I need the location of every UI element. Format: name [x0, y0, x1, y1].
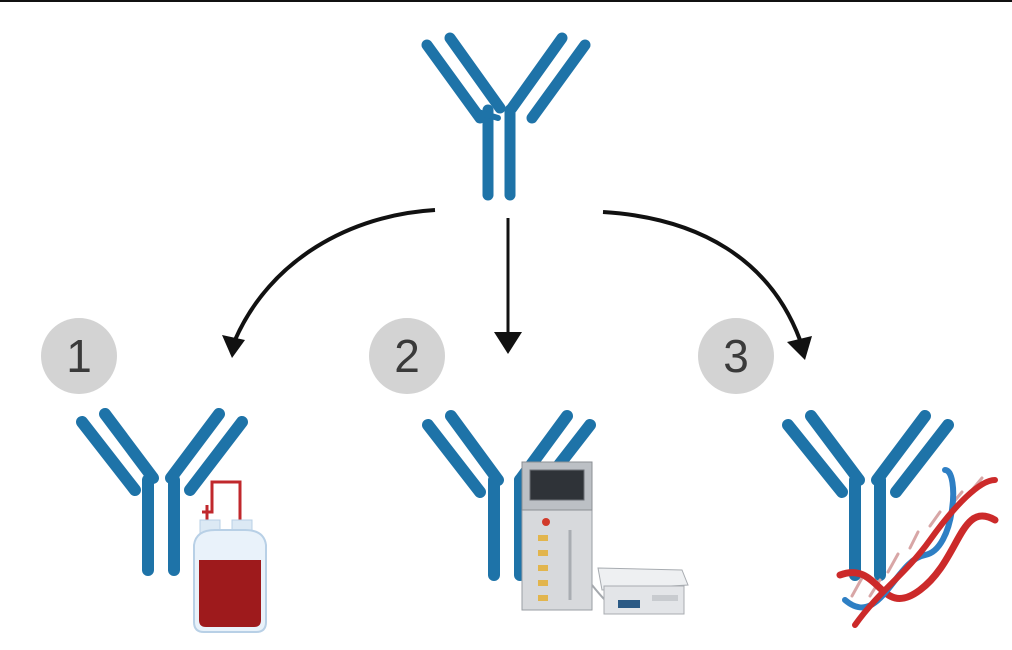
dna-helix-icon — [836, 467, 999, 628]
step-number-2: 2 — [369, 318, 445, 394]
antibody-icon-3 — [782, 410, 954, 581]
arrow-left — [233, 208, 436, 341]
bioreactor-icon — [521, 461, 689, 615]
blood-bag-icon — [193, 480, 267, 633]
arrow-center-head — [494, 332, 522, 354]
step-number-3: 3 — [698, 318, 774, 394]
arrow-right-head — [787, 336, 812, 360]
antibody-icon-top — [421, 32, 591, 201]
arrow-left-head — [222, 335, 245, 358]
step-number-1: 1 — [41, 318, 117, 394]
antibody-icon-1 — [76, 408, 248, 576]
top-border-line — [0, 0, 1012, 2]
arrow-right — [602, 210, 802, 341]
